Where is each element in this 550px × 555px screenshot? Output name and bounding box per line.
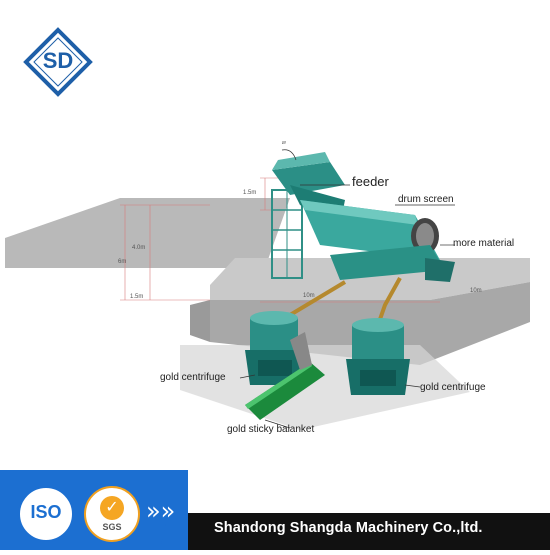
label-more-material: more material [453,238,515,249]
iso-badge-text: ISO [30,502,62,522]
label-gold-centrifuge-right: gold centrifuge [420,382,486,393]
dim-top-marker: ㄹ [281,141,287,147]
dim-platform-width: 10m [303,293,315,299]
dim-platform-length: 10m [470,288,482,294]
dim-feeder-height: 1.5m [243,190,257,196]
company-name: Shandong Shangda Machinery Co.,ltd. [214,520,483,536]
sgs-check-icon: ✓ [100,496,124,520]
label-gold-sticky-blanket: gold sticky balanket [227,424,315,435]
dim-left-depth: 6m [118,259,127,265]
label-drum-screen: drum screen [398,194,454,205]
drum-screen [300,200,455,282]
logo-text: SD [42,48,74,73]
sd-logo [23,27,93,97]
sgs-badge-text: SGS [102,522,122,532]
gold-sticky-blanket [245,332,325,420]
dim-base-height: 1.5m [130,294,144,300]
gold-centrifuge-right [346,318,410,395]
sgs-badge-icon: ✓ SGS [84,486,140,542]
leader-lines [239,149,455,429]
label-feeder: feeder [352,174,389,189]
label-gold-centrifuge-left: gold centrifuge [160,372,226,383]
dim-left-height: 4.0m [132,245,146,251]
iso-badge-icon: ISO [18,486,74,542]
chevron-arrows-icon: »» [146,497,176,525]
